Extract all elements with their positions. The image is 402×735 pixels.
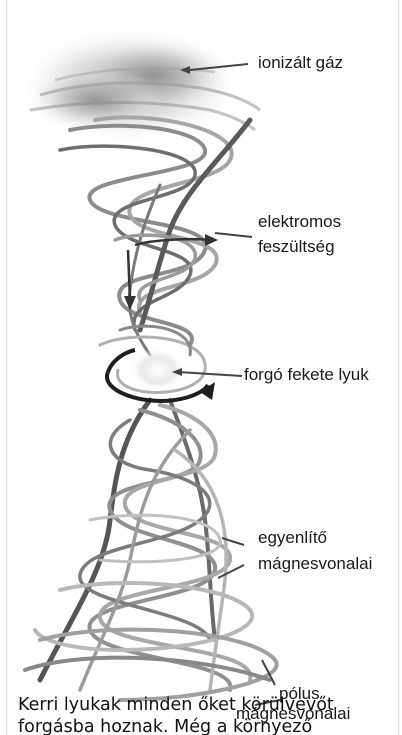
equatorial-label-line1: egyenlítő: [258, 527, 327, 549]
electric-voltage-label-line2: feszültség: [258, 236, 335, 258]
caption-line1: Kerri lyukak minden őket körülvevőt: [18, 694, 402, 716]
rotating-black-hole-label: forgó fekete lyuk: [244, 364, 369, 386]
electric-voltage-pointer: [215, 233, 252, 237]
caption-line2: forgásba hoznak. Még a környező: [18, 716, 402, 735]
equatorial-label-line2: mágnesvonalai: [258, 553, 372, 575]
electric-voltage-label-line1: elektromos: [258, 211, 341, 233]
magnetic-field-lines: [25, 117, 277, 700]
black-hole-pointer: [178, 372, 242, 376]
ionized-gas-label: ionizált gáz: [258, 52, 343, 74]
